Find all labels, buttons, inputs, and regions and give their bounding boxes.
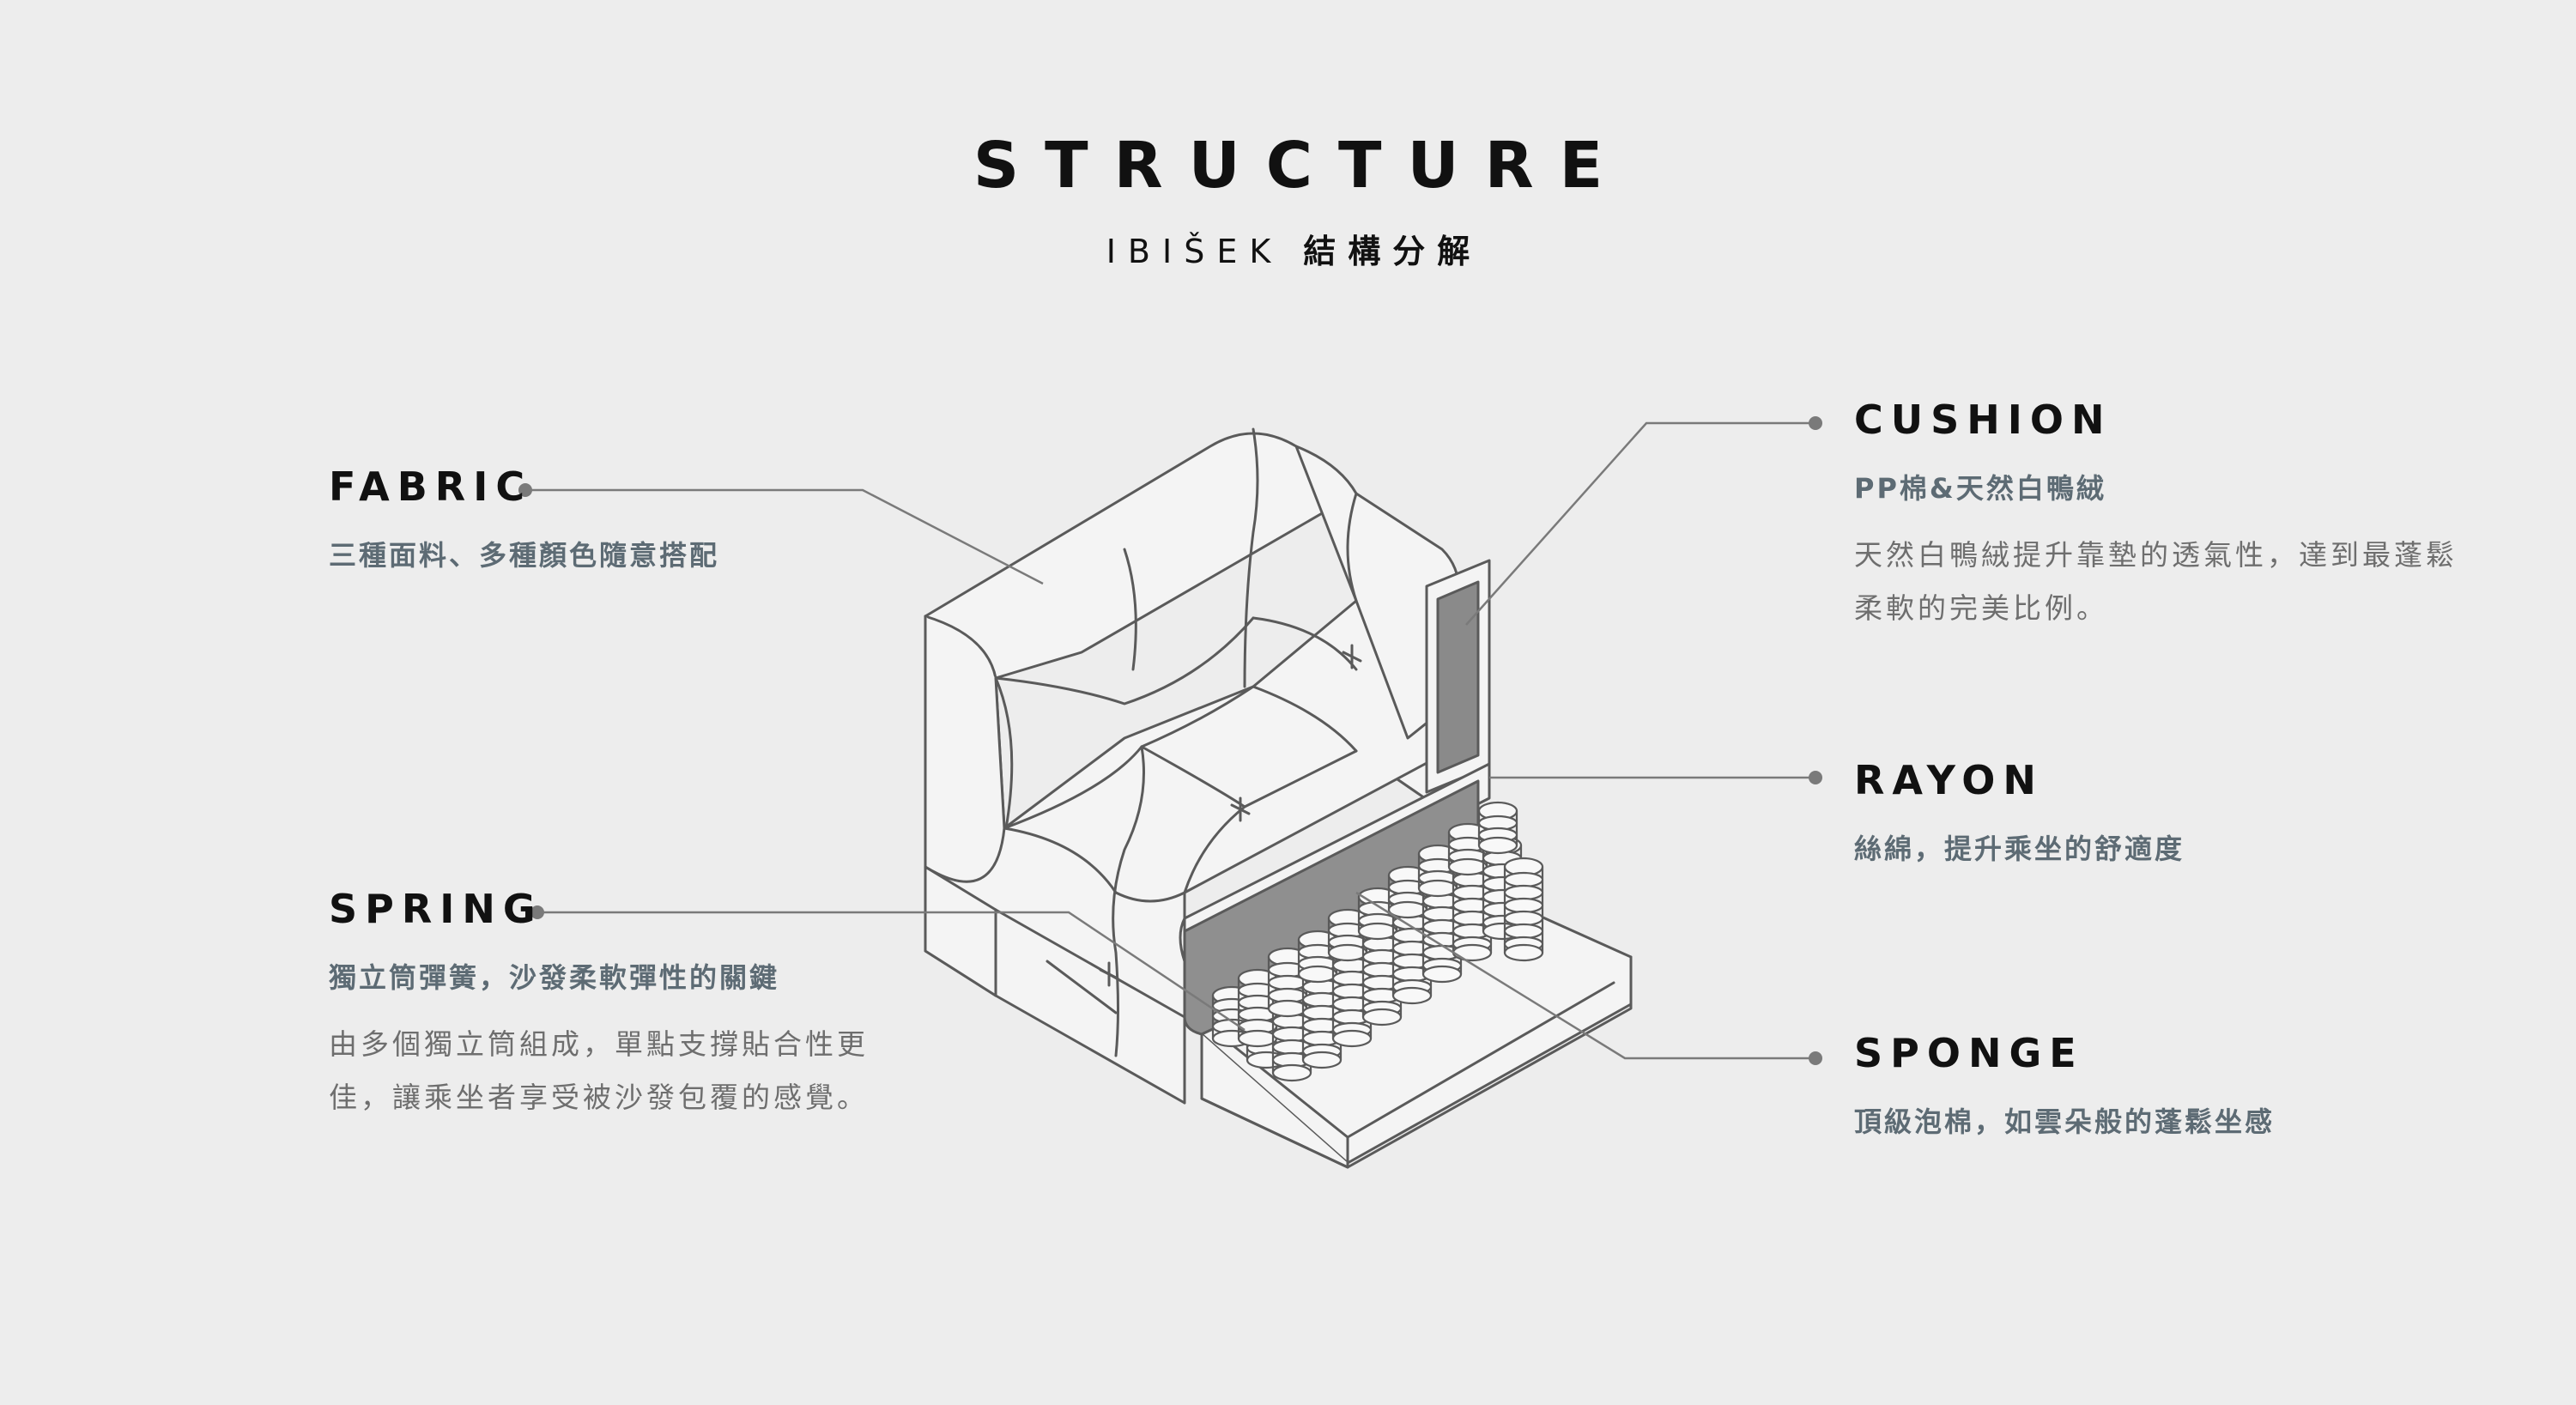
spring-leader-line bbox=[537, 911, 1246, 1032]
springs bbox=[1211, 801, 1544, 1082]
sponge-leader-line bbox=[1355, 891, 1815, 1060]
spring-subtitle: 獨立筒彈簧，沙發柔軟彈性的關鍵 bbox=[329, 961, 780, 994]
rayon-callout: RAYON 絲綿，提升乘坐的舒適度 bbox=[1854, 757, 2185, 867]
brand-name: IBIŠEK bbox=[1106, 233, 1283, 270]
sponge-callout-dot bbox=[1809, 1051, 1822, 1065]
page-title: STRUCTURE bbox=[973, 129, 1629, 203]
cushion-callout: CUSHION PP棉&天然白鴨絨 天然白鴨絨提升靠墊的透氣性，達到最蓬鬆 柔軟… bbox=[1854, 397, 2458, 635]
cushion-description-line: 柔軟的完美比例。 bbox=[1854, 591, 2108, 625]
spring-callout: SPRING 獨立筒彈簧，沙發柔軟彈性的關鍵 由多個獨立筒組成，單點支撐貼合性更… bbox=[329, 886, 869, 1124]
cushion-description-line: 天然白鴨絨提升靠墊的透氣性，達到最蓬鬆 bbox=[1854, 538, 2458, 572]
cushion-leader-line bbox=[1465, 421, 1815, 626]
cushion-description: 天然白鴨絨提升靠墊的透氣性，達到最蓬鬆 柔軟的完美比例。 bbox=[1854, 529, 2458, 635]
cushion-title: CUSHION bbox=[1854, 397, 2112, 443]
fabric-callout: FABRIC 三種面料、多種顏色隨意搭配 bbox=[329, 463, 719, 573]
subtitle-zh: 結構分解 bbox=[1303, 233, 1482, 270]
rayon-subtitle: 絲綿，提升乘坐的舒適度 bbox=[1854, 833, 2185, 865]
sponge-callout: SPONGE 頂級泡棉，如雲朵般的蓬鬆坐感 bbox=[1854, 1030, 2275, 1140]
sponge-subtitle: 頂級泡棉，如雲朵般的蓬鬆坐感 bbox=[1854, 1105, 2276, 1138]
spring-callout-dot bbox=[530, 905, 544, 919]
fabric-callout-dot bbox=[518, 483, 532, 497]
rayon-title: RAYON bbox=[1854, 757, 2044, 803]
spring-title: SPRING bbox=[329, 886, 543, 932]
fabric-leader-line bbox=[525, 488, 1044, 585]
cushion-subtitle: PP棉&天然白鴨絨 bbox=[1854, 472, 2106, 505]
cushion-callout-dot bbox=[1809, 416, 1822, 430]
fabric-title: FABRIC bbox=[329, 463, 533, 510]
rayon-callout-dot bbox=[1809, 771, 1822, 784]
cushion-layer bbox=[1436, 580, 1480, 774]
fabric-subtitle: 三種面料、多種顏色隨意搭配 bbox=[329, 539, 720, 572]
spring-description-line: 由多個獨立筒組成，單點支撐貼合性更 bbox=[329, 1027, 869, 1061]
sponge-title: SPONGE bbox=[1854, 1030, 2084, 1076]
page-subtitle: IBIŠEK 結構分解 bbox=[0, 225, 2576, 272]
spring-description: 由多個獨立筒組成，單點支撐貼合性更 佳，讓乘坐者享受被沙發包覆的感覺。 bbox=[329, 1018, 869, 1124]
spring-description-line: 佳，讓乘坐者享受被沙發包覆的感覺。 bbox=[329, 1081, 869, 1114]
